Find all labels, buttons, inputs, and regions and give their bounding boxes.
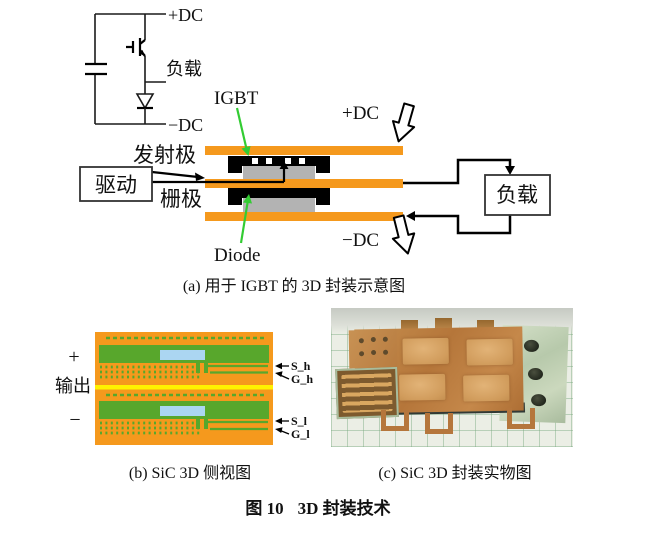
copper-hook: [425, 413, 453, 434]
gate-label: 栅极: [160, 187, 202, 211]
solder-pad: [399, 373, 446, 401]
pin-hole: [371, 349, 377, 356]
solder-pad: [402, 337, 449, 365]
pin-hole: [358, 338, 364, 344]
package-minus-dc-label: −DC: [342, 230, 379, 251]
solder-bump: [252, 158, 258, 164]
sic-side-view: + 输出 − S_h G_h S_l G_l: [55, 332, 313, 445]
s-l-arrowhead: [275, 417, 282, 425]
s-h-arrowhead: [275, 362, 282, 370]
callout-lines: [235, 107, 250, 244]
solder-bump: [285, 158, 291, 164]
diode-plate-wing-right: [316, 198, 330, 205]
igbt-top-plate: [228, 156, 330, 166]
caption-a: (a) 用于 IGBT 的 3D 封装示意图: [182, 278, 406, 295]
band-post: [204, 419, 208, 429]
via-dots-top: [100, 365, 200, 379]
igbt-callout-line: [235, 107, 249, 152]
pin-hole: [370, 336, 376, 343]
igbt-plate-wing-right: [316, 166, 330, 173]
diode-symbol: [135, 93, 155, 110]
output-label: 输出: [55, 376, 91, 396]
plus-dc-arrow: [391, 102, 416, 143]
busbar-bottom: [205, 212, 403, 221]
plate-hole: [530, 393, 547, 407]
sic-dies: [160, 350, 205, 416]
plus-terminal-label: +: [68, 346, 79, 368]
sic-die-top: [160, 350, 205, 360]
circuit-load-label: 负载: [166, 59, 202, 79]
diode-top-plate: [228, 188, 330, 198]
caption-b: (b) SiC 3D 侧视图: [128, 465, 252, 482]
igbt-callout-arrowhead: [241, 146, 251, 156]
diode-callout-line: [239, 199, 250, 244]
load-wire-bottom: [413, 214, 512, 235]
figure-title: 3D 封装技术: [297, 499, 391, 518]
half-bridge-circuit: +DC 负载 −DC: [85, 5, 203, 135]
caption-c: (c) SiC 3D 封装实物图: [378, 465, 532, 482]
pin-hole: [382, 336, 388, 342]
figure-caption: 图 10 3D 封装技术: [12, 494, 624, 519]
s-l-label: S_l: [291, 414, 308, 428]
drive-box: [79, 166, 153, 202]
band-post: [204, 363, 208, 373]
sic-package-photo: [331, 308, 573, 447]
gate-arrowhead: [279, 161, 289, 169]
load-wire-top: [403, 158, 512, 185]
pin-hole: [383, 349, 389, 355]
package-plus-dc-label: +DC: [342, 103, 379, 124]
solder-bump: [299, 158, 305, 164]
copper-hook: [507, 408, 535, 429]
diode-label: Diode: [214, 245, 260, 266]
solder-bump: [266, 158, 272, 164]
sic-die-bottom: [160, 406, 205, 416]
igbt-assembly: [228, 156, 330, 179]
solder-pad: [466, 338, 513, 366]
circuit-minus-dc-label: −DC: [168, 115, 203, 135]
mid-output-stripe: [95, 385, 273, 390]
igbt-plate-wing-left: [228, 166, 242, 173]
minus-dc-arrow: [391, 214, 416, 255]
drive-label: 驱动: [95, 173, 137, 197]
circuit-plus-dc-label: +DC: [168, 5, 203, 25]
load-wire-bottom-arrowhead: [406, 211, 415, 221]
band-post: [196, 419, 200, 429]
driver-traces: [341, 373, 393, 413]
capacitor: [85, 62, 107, 76]
mounting-hole-area: [348, 329, 398, 369]
emitter-wire: [151, 170, 199, 179]
emitter-label: 发射极: [133, 143, 196, 167]
copper-trace-lines: [100, 336, 268, 435]
s-h-label: S_h: [291, 359, 311, 373]
g-h-arrowhead: [275, 371, 283, 377]
band-post: [196, 363, 200, 373]
busbar-mid: [205, 179, 403, 188]
package-3d-diagram: 驱动 发射极 栅极 IGBT Diode +DC −DC 负载: [79, 88, 551, 266]
emitter-arrowhead: [195, 172, 205, 181]
diode-plate-wing-left: [228, 198, 242, 205]
solder-pad: [463, 374, 510, 402]
diode-callout-arrowhead: [243, 194, 252, 204]
igbt-die: [243, 166, 315, 179]
load-wire-top-arrowhead: [505, 166, 515, 175]
igbt-emitter-arrowhead: [139, 50, 145, 56]
minus-terminal-label: −: [69, 409, 80, 431]
figure-number: 图 10: [245, 499, 284, 518]
diode-assembly: [228, 188, 330, 212]
diode-die: [243, 198, 315, 212]
copper-hook: [381, 410, 409, 431]
load-box-label: 负载: [496, 183, 538, 207]
plate-hole: [523, 339, 540, 353]
diagram-layer: +DC 负载 −DC 驱动: [55, 5, 551, 445]
igbt-label: IGBT: [214, 88, 259, 109]
g-l-arrowhead: [275, 427, 283, 433]
g-h-label: G_h: [291, 372, 313, 386]
igbt-symbol: [126, 38, 146, 57]
via-dots-bottom: [100, 421, 200, 435]
busbar-top: [205, 146, 403, 155]
plate-hole: [527, 367, 544, 381]
g-l-label: G_l: [291, 427, 310, 441]
load-box: [484, 174, 551, 216]
pin-hole: [359, 351, 365, 357]
